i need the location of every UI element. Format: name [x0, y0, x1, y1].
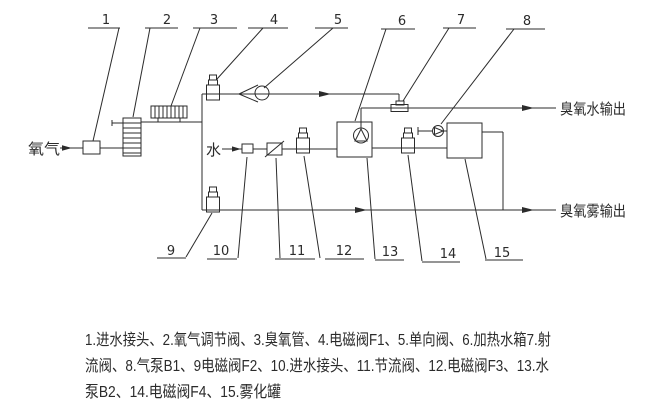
air-pump-b1-8 [432, 125, 445, 137]
callout-8-leader [440, 28, 515, 125]
check-valve-arm [238, 84, 259, 95]
callout-15-label: 15 [494, 246, 511, 261]
callout-3-leader [170, 27, 201, 107]
callout-11-label: 11 [289, 244, 306, 259]
callout-5-leader [263, 27, 334, 89]
legend-caption: 1.进水接头、2.氧气调节阀、3.臭氧管、4.电磁阀F1、5.单向阀、6.加热水… [85, 331, 551, 401]
injector-nub [395, 100, 405, 106]
callout-4-leader [216, 27, 264, 80]
callout-9-label: 9 [167, 244, 175, 259]
callout-5-label: 5 [334, 13, 342, 28]
callout-13-leader [366, 157, 376, 260]
callout-15-leader [464, 158, 487, 260]
solenoid-valve-f2 [206, 186, 220, 213]
callout-6-leader [354, 28, 387, 122]
callout-11-leader [275, 157, 281, 259]
tank-body [446, 122, 483, 159]
solenoid-valve-f4 [401, 127, 415, 154]
connector-body [82, 140, 101, 155]
callouts-bottom: 9 10 11 12 13 14 15 [157, 154, 523, 263]
water-flow-arrow-icon [232, 146, 241, 152]
oxygen-flow-arrow-icon [62, 145, 72, 151]
legend-line-3: 泵B2、14.电磁阀F4、15.雾化罐 [85, 383, 281, 401]
inlet-connector-1 [82, 140, 101, 155]
check-valve-5 [238, 84, 270, 103]
water-pump-b2-13 [353, 127, 369, 144]
callout-9-leader [185, 212, 213, 258]
legend-line-1: 1.进水接头、2.氧气调节阀、3.臭氧管、4.电磁阀F1、5.单向阀、6.加热水… [85, 331, 551, 349]
check-valve-ball [254, 85, 270, 101]
throttle-valve-11 [264, 140, 285, 158]
tank-body [336, 121, 373, 158]
callout-4-label: 4 [270, 13, 278, 28]
ozone-tube-3 [150, 105, 188, 122]
connector-body [241, 143, 254, 154]
water-inlet-connector-10 [241, 143, 254, 154]
heating-water-tank-6 [336, 121, 373, 158]
ozone-water-output-label: 臭氧水输出 [560, 101, 626, 118]
callout-2-leader [132, 27, 151, 118]
tube-body [150, 105, 188, 119]
top-gas-arrow-icon [319, 91, 331, 97]
oxygen-regulator-2 [111, 117, 142, 157]
check-valve-arm [238, 93, 259, 103]
water-inlet-label: 水 [206, 142, 221, 159]
callout-12-label: 12 [336, 244, 353, 259]
pump-triangle-icon [434, 126, 445, 136]
regulator-body [122, 117, 142, 157]
callout-6-label: 6 [398, 14, 406, 29]
ozone-water-arrow-icon [522, 105, 534, 111]
callout-10-leader [237, 156, 248, 259]
throttle-diagonal [264, 140, 285, 158]
callout-10-label: 10 [213, 244, 230, 259]
mist-line-arrow-icon [355, 207, 367, 213]
callouts-top: 1 2 3 4 5 6 7 8 [88, 13, 545, 142]
callout-8-label: 8 [523, 14, 531, 29]
callout-1-leader [92, 27, 120, 142]
callout-12-leader [303, 155, 321, 259]
callout-1-label: 1 [102, 13, 110, 28]
mist-output-arrow-icon [522, 207, 534, 213]
pump-triangle-icon [354, 127, 368, 142]
callout-14-label: 14 [440, 247, 457, 262]
callout-14-leader [407, 154, 423, 262]
legend-line-2: 流阀、8.气泵B1、9电磁阀F2、10.进水接头、11.节流阀、12.电磁阀F3… [85, 357, 549, 375]
oxygen-inlet-label: 氧气 [28, 141, 60, 158]
ozone-mist-output-label: 臭氧雾输出 [560, 203, 626, 220]
callout-3-label: 3 [210, 13, 218, 28]
jet-valve-7 [390, 100, 409, 112]
atomizing-tank-15 [446, 122, 483, 159]
callout-13-label: 13 [382, 245, 399, 260]
throttle-body [266, 142, 283, 156]
callout-7-leader [402, 27, 450, 102]
callout-2-label: 2 [163, 13, 171, 28]
piping [60, 91, 556, 213]
callout-7-label: 7 [457, 13, 465, 28]
